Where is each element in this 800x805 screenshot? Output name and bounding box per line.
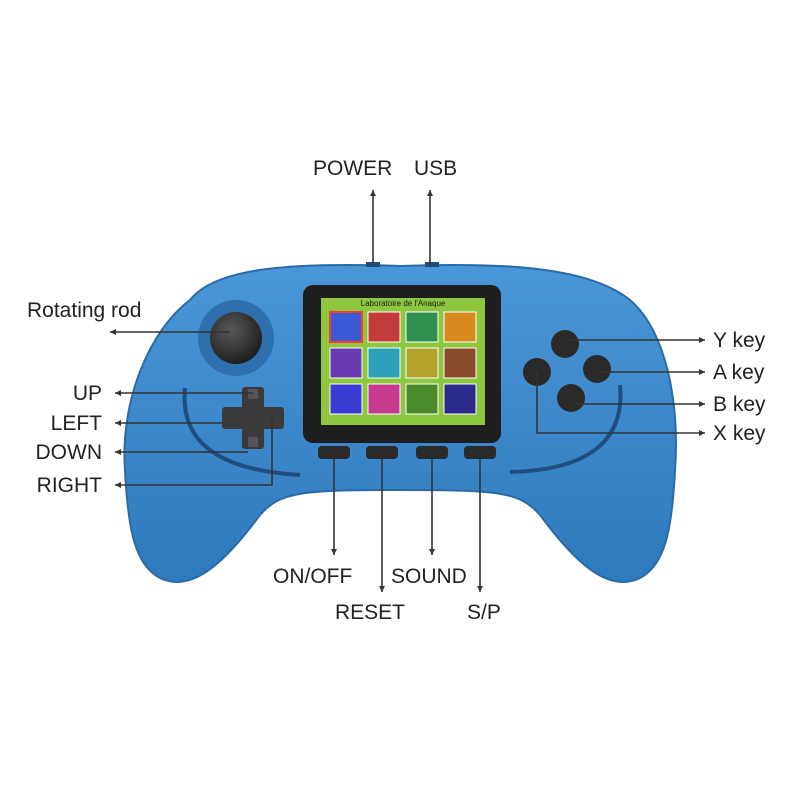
sound-label: SOUND [391, 565, 467, 588]
dpad-icon[interactable] [222, 387, 284, 449]
game-thumbnail [443, 347, 477, 379]
game-thumbnail [329, 347, 363, 379]
joystick-icon[interactable] [210, 312, 262, 364]
b-key-label: B key [713, 393, 766, 416]
on-off-label: ON/OFF [273, 565, 353, 588]
on-off-button[interactable] [318, 446, 350, 459]
y-button[interactable] [551, 330, 579, 358]
game-thumbnail [367, 347, 401, 379]
sp-label: S/P [467, 601, 501, 624]
down-label: DOWN [35, 441, 103, 464]
y-key-label: Y key [713, 329, 766, 352]
reset-button[interactable] [366, 446, 398, 459]
a-button[interactable] [583, 355, 611, 383]
leader-lines [110, 190, 705, 592]
screen-header-text: Laboratoire de l'Anaque [360, 299, 446, 308]
usb-port [425, 262, 439, 267]
b-button[interactable] [557, 384, 585, 412]
game-thumbnail [367, 311, 401, 343]
game-thumbnail [405, 383, 439, 415]
game-thumbnail [405, 347, 439, 379]
left-label: LEFT [50, 412, 102, 435]
game-thumbnail [405, 311, 439, 343]
usb-label: USB [414, 157, 458, 180]
up-label: UP [72, 382, 102, 405]
rotating-rod-label: Rotating rod [27, 299, 142, 322]
power-label: POWER [313, 157, 393, 180]
game-thumbnail [329, 311, 363, 343]
reset-label: RESET [335, 601, 406, 624]
x-key-label: X key [713, 422, 766, 445]
sp-button[interactable] [464, 446, 496, 459]
game-thumbnail [443, 383, 477, 415]
sound-button[interactable] [416, 446, 448, 459]
arrow-icon [536, 372, 705, 436]
a-key-label: A key [713, 361, 765, 384]
right-label: RIGHT [36, 474, 102, 497]
game-thumbnail [367, 383, 401, 415]
arrow-icon [115, 418, 273, 488]
game-thumbnail [329, 383, 363, 415]
game-thumbnails [329, 311, 477, 415]
game-thumbnail [443, 311, 477, 343]
